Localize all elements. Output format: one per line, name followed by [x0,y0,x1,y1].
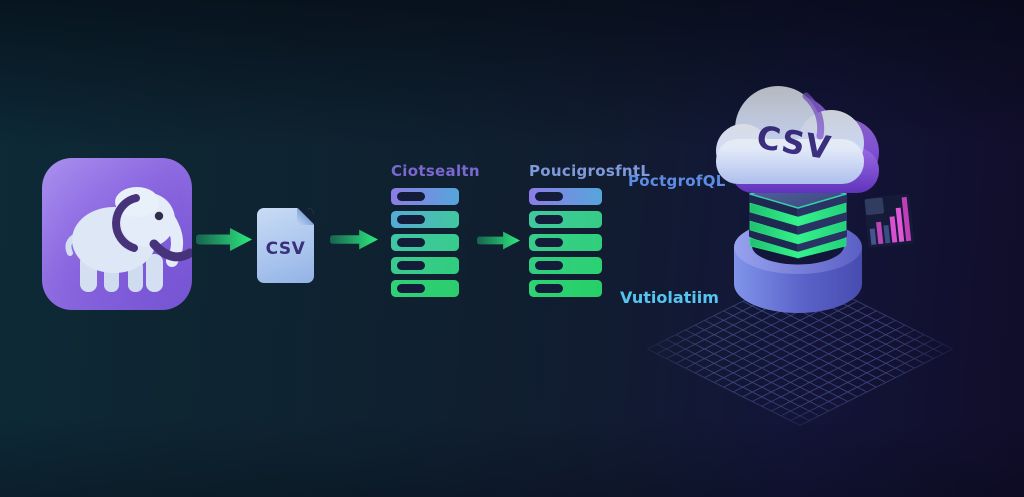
chart-bar [901,196,912,242]
transform-list-1: Ciotsealtn [391,162,480,297]
row-pill [535,284,563,293]
postgresql-app-icon [42,158,192,310]
flow-arrow-2 [330,229,378,250]
flow-arrow-1 [196,228,252,251]
chart-bar [876,221,884,245]
page-fold-icon [297,208,314,225]
row-pill [397,261,425,270]
row-pill [397,238,425,247]
csv-file-icon: CSV [257,208,314,283]
list-2-title: PoucigrosfntL [529,162,651,180]
list-row [391,188,459,205]
label-validation: Vutiolatiim [620,288,719,307]
list-row [391,211,459,228]
csv-file-label: CSV [265,239,306,259]
chart-bar [869,228,877,245]
chart-bar [889,216,898,243]
label-postgresql: PoctgrofQL [628,172,726,190]
row-pill [535,192,563,201]
row-pill [535,215,563,224]
row-pill [397,284,425,293]
list-row [391,280,459,297]
row-pill [397,192,425,201]
list-row [391,234,459,251]
list-row [529,280,602,297]
list-1-title: Ciotsealtn [391,162,480,180]
list-row [529,257,602,274]
mini-bar-chart-card [863,193,915,248]
transform-list-2: PoucigrosfntL [529,162,650,297]
chart-bar [883,224,891,244]
flow-arrow-3 [477,231,520,250]
list-2-rows [529,188,650,297]
csv-cloud-icon: CSV [716,86,879,193]
list-row [391,257,459,274]
mini-bars [869,196,912,245]
row-pill [535,238,563,247]
list-row [529,211,602,228]
elephant-icon [65,187,192,292]
row-pill [397,215,425,224]
list-1-rows [391,188,480,297]
chart-bar [895,207,905,242]
row-pill [535,261,563,270]
list-row [529,188,602,205]
list-row [529,234,602,251]
